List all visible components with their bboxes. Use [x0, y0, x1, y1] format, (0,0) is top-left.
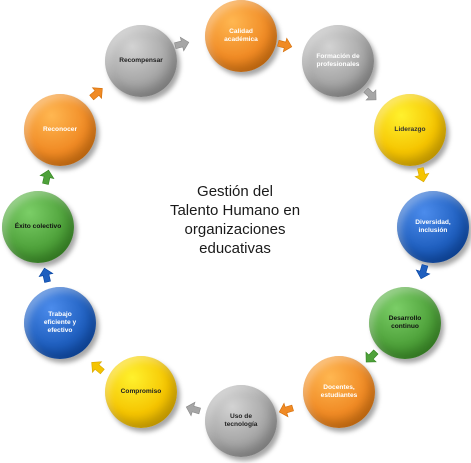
flow-arrow-icon — [185, 401, 201, 417]
node-label-line: académica — [224, 36, 258, 43]
node-exito-colectivo: Éxito colectivo — [2, 191, 74, 263]
node-label-line: efectivo — [47, 327, 73, 334]
central-title-line: Gestión del — [197, 183, 273, 200]
flow-arrow-icon — [38, 267, 54, 283]
node-liderazgo: Liderazgo — [374, 94, 446, 166]
node-recompensar: Recompensar — [105, 25, 177, 97]
node-label-line: Recompensar — [119, 57, 163, 64]
node-label-line: Uso de — [230, 413, 252, 420]
flow-arrow-icon — [91, 361, 105, 375]
node-label-line: profesionales — [316, 61, 360, 68]
node-diversidad-inclusion: Diversidad,inclusión — [397, 191, 469, 263]
node-reconocer: Reconocer — [24, 94, 96, 166]
flow-arrow-icon — [277, 37, 293, 53]
node-label-line: tecnología — [224, 421, 258, 428]
node-label-line: Trabajo — [48, 311, 72, 318]
node-label: Recompensar — [119, 57, 163, 65]
node-label-line: Desarrollo — [388, 315, 422, 322]
node-label-line: Calidad — [229, 28, 253, 35]
node-label: Docentes,estudiantes — [321, 384, 358, 400]
flow-arrow-icon — [174, 36, 190, 52]
node-label: Reconocer — [43, 126, 77, 134]
central-title-line: Talento Humano en — [169, 202, 301, 219]
node-label: Liderazgo — [394, 126, 425, 134]
central-title: Gestión del Talento Humano en organizaci… — [150, 182, 320, 258]
node-label: Compromiso — [121, 388, 162, 396]
flow-arrow-icon — [414, 167, 430, 183]
flow-arrow-icon — [89, 87, 103, 101]
node-label-line: inclusión — [418, 227, 448, 234]
flow-arrow-icon — [39, 169, 55, 185]
node-label: Éxito colectivo — [15, 223, 62, 231]
node-label-line: Liderazgo — [394, 126, 426, 133]
node-label: Diversidad,inclusión — [415, 219, 451, 235]
node-label-line: Formación de — [316, 53, 360, 60]
node-label-line: continuo — [391, 323, 419, 330]
node-label-line: estudiantes — [320, 392, 358, 399]
flow-arrow-icon — [363, 87, 377, 101]
central-title-line: organizaciones — [184, 221, 286, 238]
node-label-line: Diversidad, — [415, 219, 451, 226]
node-label-line: Compromiso — [120, 388, 162, 395]
central-title-line: educativas — [199, 240, 271, 257]
node-label-line: eficiente y — [43, 319, 77, 326]
node-docentes-estudiantes: Docentes,estudiantes — [303, 356, 375, 428]
node-label-line: Éxito colectivo — [14, 223, 62, 230]
node-label-line: Reconocer — [42, 126, 78, 133]
node-compromiso: Compromiso — [105, 356, 177, 428]
node-label-line: Docentes, — [323, 384, 355, 391]
flow-arrow-icon — [415, 264, 431, 280]
flow-arrow-icon — [365, 349, 379, 363]
flow-arrow-icon — [278, 402, 294, 418]
